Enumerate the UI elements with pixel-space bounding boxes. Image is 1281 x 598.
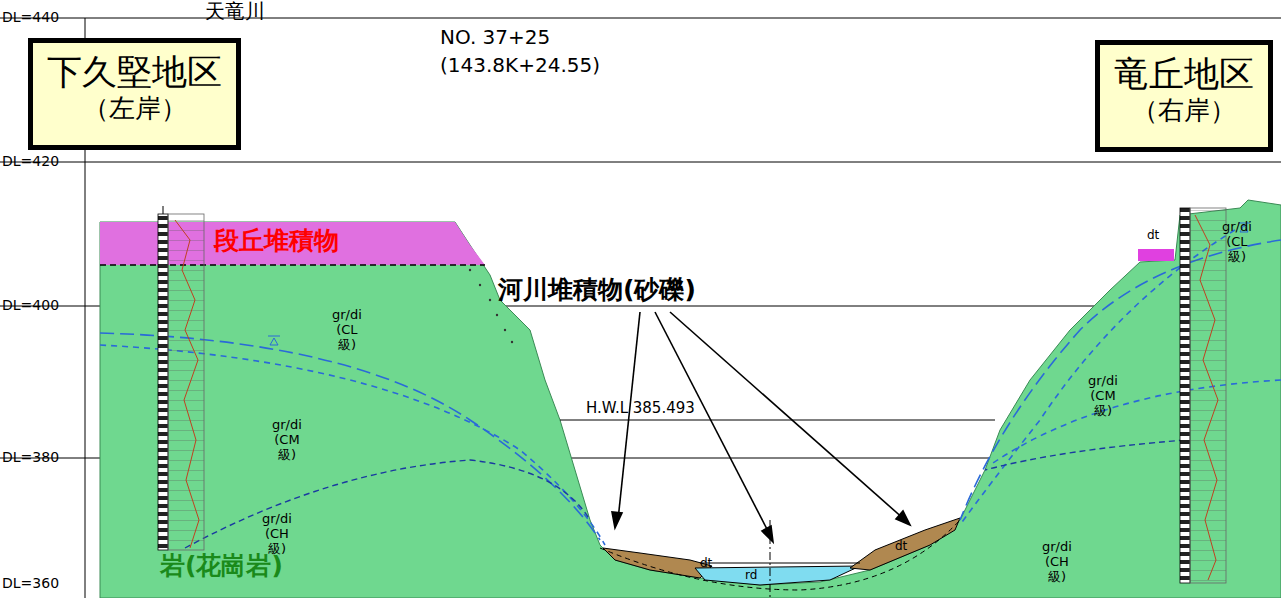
leader-arrow [612, 312, 910, 542]
station-number: NO. 37+25 [440, 26, 550, 49]
station-chainage: (143.8K+24.55) [440, 54, 600, 77]
terrace-label: 段丘堆積物 [214, 227, 339, 256]
soil-code: dt [1147, 229, 1159, 243]
rock-class-boundary [185, 440, 1185, 548]
granite-bedrock [100, 200, 1281, 598]
elevation-label: DL=360 [2, 575, 59, 591]
rock-class: gr/di (CL級) [332, 308, 362, 353]
rock-class: gr/di (CM級) [272, 418, 302, 463]
bank-side: （左岸） [47, 93, 222, 124]
hwl-label: H.W.L 385.493 [586, 400, 695, 417]
water-level [700, 563, 860, 564]
river-water [695, 566, 860, 585]
hwl-line [560, 420, 995, 421]
soil-code: rd [745, 569, 757, 583]
soil-code: dt [895, 540, 907, 554]
river-deposit [603, 548, 712, 578]
rock-class: gr/di (CL級) [1222, 220, 1252, 265]
deposit-label: 河川堆積物(砂礫) [498, 276, 696, 305]
elevation-label: DL=400 [2, 297, 59, 313]
district-box: 竜丘地区（右岸） [1095, 40, 1273, 152]
district-name: 竜丘地区 [1114, 53, 1254, 95]
groundwater-line [100, 223, 1281, 545]
borehole-log [158, 206, 1226, 583]
elevation-label: DL=440 [2, 9, 59, 25]
rock-class: gr/di (CM級) [1088, 374, 1118, 419]
river-name: 天竜川 [205, 0, 265, 23]
elevation-grid [0, 18, 1281, 598]
bank-side: （右岸） [1114, 95, 1254, 126]
elevation-label: DL=380 [2, 449, 59, 465]
rock-class: gr/di (CH級) [1042, 540, 1072, 585]
district-box: 下久堅地区（左岸） [28, 38, 241, 150]
rock-class: gr/di (CH級) [262, 512, 292, 557]
soil-code: dt [700, 557, 712, 571]
elevation-label: DL=420 [2, 153, 59, 169]
deposit-base [600, 520, 960, 590]
district-name: 下久堅地区 [47, 51, 222, 93]
rock-label: 岩(花崗岩) [160, 552, 283, 581]
terrace-deposit [1138, 249, 1174, 261]
